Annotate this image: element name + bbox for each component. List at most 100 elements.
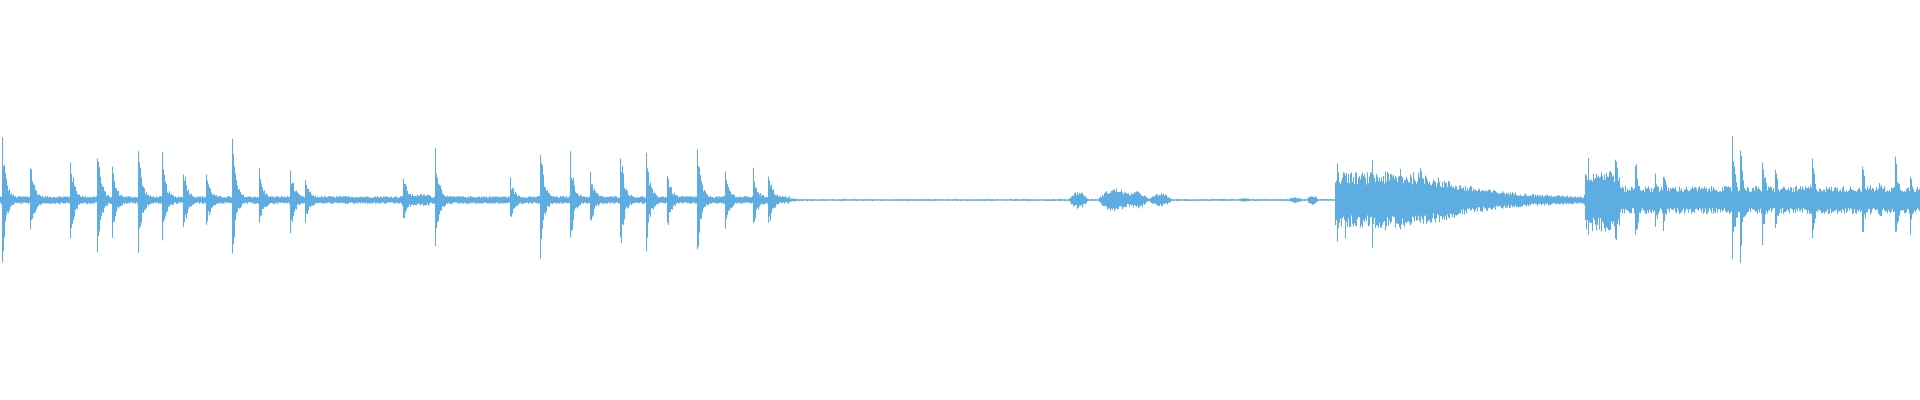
waveform-bar xyxy=(1250,199,1251,202)
waveform-bar xyxy=(993,199,994,201)
waveform-bar xyxy=(1609,171,1610,231)
waveform-bar xyxy=(561,196,562,204)
waveform-bar xyxy=(1260,199,1261,201)
waveform-bar xyxy=(1317,198,1318,202)
waveform-bar xyxy=(797,199,798,201)
waveform-bar xyxy=(332,196,333,204)
waveform-bar xyxy=(952,199,953,201)
waveform-bar xyxy=(1325,199,1326,201)
waveform-bar xyxy=(1523,196,1524,205)
waveform-bar xyxy=(984,199,985,201)
waveform-bar xyxy=(415,195,416,206)
waveform-bar xyxy=(1739,190,1740,213)
waveform-bar xyxy=(1253,199,1254,201)
waveform-bar xyxy=(1286,199,1287,201)
waveform-bar xyxy=(230,197,231,203)
waveform-bar xyxy=(220,196,221,203)
waveform-bar xyxy=(171,193,172,205)
waveform-bar xyxy=(1206,199,1207,201)
waveform-bar xyxy=(847,199,848,201)
waveform-bar xyxy=(313,194,314,206)
waveform-bar xyxy=(1891,187,1892,212)
waveform-bar xyxy=(475,197,476,204)
waveform-bar xyxy=(1850,186,1851,208)
waveform-bar xyxy=(1265,199,1266,201)
waveform-bar xyxy=(713,197,714,203)
waveform-bar xyxy=(688,196,689,203)
waveform-bar xyxy=(1459,185,1460,213)
waveform-bar xyxy=(1645,186,1646,214)
waveform-bar xyxy=(1322,199,1323,201)
waveform-bar xyxy=(560,196,561,203)
waveform-bar xyxy=(477,196,478,204)
waveform-bar xyxy=(396,196,397,203)
waveform-bar xyxy=(679,196,680,203)
waveform-bar xyxy=(1136,191,1137,207)
waveform-bar xyxy=(377,196,378,203)
waveform-bar xyxy=(462,196,463,204)
waveform-bar xyxy=(108,194,109,204)
waveform-bar xyxy=(1099,197,1100,202)
waveform-bar xyxy=(1824,189,1825,214)
waveform-bar xyxy=(843,199,844,201)
waveform-bar xyxy=(1070,198,1071,203)
waveform-bar xyxy=(726,179,727,219)
waveform-bar xyxy=(355,197,356,204)
waveform-bar xyxy=(34,184,35,213)
waveform-bar xyxy=(1063,199,1064,201)
waveform-bar xyxy=(1791,187,1792,209)
waveform-bar xyxy=(300,195,301,205)
waveform-bar xyxy=(1125,192,1126,208)
waveform-bar xyxy=(915,199,916,201)
waveform-bar xyxy=(1785,189,1786,212)
waveform-bar xyxy=(566,196,567,203)
waveform-bar xyxy=(1184,199,1185,201)
waveform-bar xyxy=(973,199,974,201)
waveform-bar xyxy=(1254,199,1255,201)
waveform-bar xyxy=(1887,190,1888,214)
waveform-bar xyxy=(539,196,540,203)
waveform-bar xyxy=(1509,195,1510,208)
waveform-bar xyxy=(674,192,675,205)
waveform-bar xyxy=(527,197,528,203)
waveform-bar xyxy=(1915,192,1916,213)
waveform-bar xyxy=(645,197,646,203)
waveform-bar xyxy=(67,196,68,203)
waveform-bar xyxy=(602,196,603,204)
waveform-bar xyxy=(1243,198,1244,202)
waveform-bar xyxy=(370,197,371,204)
waveform-bar xyxy=(1715,190,1716,213)
waveform-bar xyxy=(976,199,977,201)
waveform-bar xyxy=(406,186,407,211)
waveform-bar xyxy=(1189,199,1190,201)
waveform-bar xyxy=(817,199,818,201)
waveform-bar xyxy=(948,199,949,201)
waveform-bar xyxy=(723,196,724,204)
waveform-bar xyxy=(352,196,353,203)
waveform-bar xyxy=(345,196,346,204)
waveform-bar xyxy=(1845,192,1846,209)
waveform-bar xyxy=(1129,195,1130,207)
waveform-bar xyxy=(1147,198,1148,202)
waveform-bar xyxy=(1376,173,1377,225)
waveform-bar xyxy=(1109,193,1110,209)
waveform-bar xyxy=(1847,192,1848,212)
waveform-bar xyxy=(37,195,38,208)
waveform-bar xyxy=(201,197,202,203)
waveform-bar xyxy=(1171,199,1172,201)
waveform-bar xyxy=(155,197,156,203)
waveform-bar xyxy=(1024,199,1025,201)
waveform-bar xyxy=(1412,184,1413,217)
waveform-bar xyxy=(687,196,688,204)
waveform-bar xyxy=(789,196,790,203)
waveform-bar xyxy=(1578,197,1579,203)
waveform-bar xyxy=(821,199,822,201)
waveform-bar xyxy=(516,193,517,206)
waveform-bar xyxy=(898,199,899,201)
waveform-bar xyxy=(782,196,783,204)
waveform-bar xyxy=(727,184,728,215)
waveform-bar xyxy=(1192,199,1193,201)
waveform-bar xyxy=(839,199,840,201)
waveform-bar xyxy=(1201,199,1202,201)
